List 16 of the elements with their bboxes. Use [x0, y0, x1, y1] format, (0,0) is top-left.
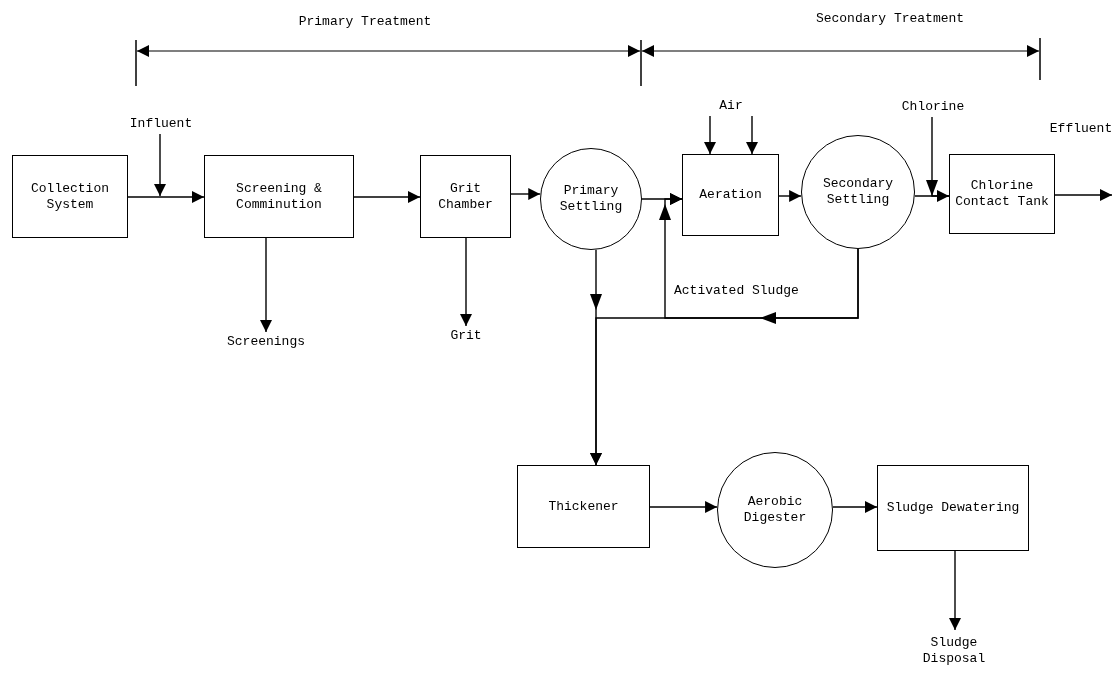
process-box: Collection System [12, 155, 128, 238]
stream-label: Influent [118, 114, 204, 134]
process-box: Grit Chamber [420, 155, 511, 238]
section-label: Secondary Treatment [814, 10, 966, 28]
stream-label: Effluent [1048, 120, 1114, 138]
process-box: Thickener [517, 465, 650, 548]
stream-label: Chlorine [886, 97, 980, 117]
section-label: Primary Treatment [297, 13, 433, 31]
process-box: Sludge Dewatering [877, 465, 1029, 551]
process-box: Screening & Comminution [204, 155, 354, 238]
stream-label: Air [706, 96, 756, 116]
stream-label: Screenings [206, 332, 326, 352]
stream-label: Sludge Disposal [912, 630, 996, 672]
process-box: Aeration [682, 154, 779, 236]
stream-label: Grit [436, 326, 496, 346]
process-box: Chlorine Contact Tank [949, 154, 1055, 234]
